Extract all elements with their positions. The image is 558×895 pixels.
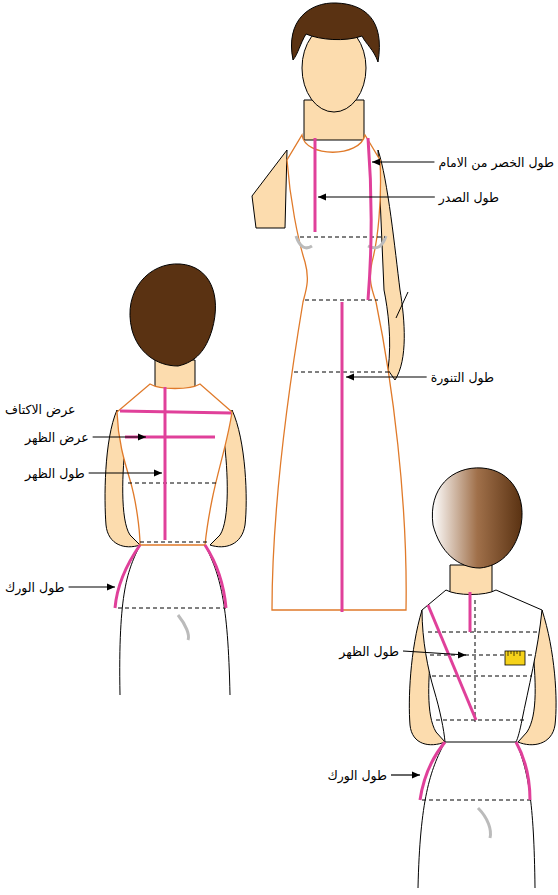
leader-line [372,161,434,162]
measurement-label: طول الورك [326,768,388,783]
measurement-label: طول الورك [4,580,66,595]
measurement-label: طول الظهر [338,644,400,659]
measurement-label: طول التنورة [430,370,495,385]
arrow-head [107,584,115,591]
measurement-label: طول الخصر من الامام [437,155,555,170]
leader-line [318,196,435,197]
leader-line [93,436,146,437]
arrow-head [318,194,326,201]
arrow-head [138,434,146,441]
measurement-label: عرض الظهر [24,430,90,445]
leader-line [403,651,466,655]
arrow-head [412,772,420,779]
arrow-head [154,470,162,477]
leader-line [89,472,162,473]
arrow-head [458,652,466,659]
arrow-head [346,374,354,381]
leader-line [346,376,427,377]
measurement-label: طول الصدر [438,190,500,205]
measurement-label: طول الظهر [24,466,86,481]
arrow-head [372,159,380,166]
measurement-label: عرض الاكتاف [4,402,77,417]
